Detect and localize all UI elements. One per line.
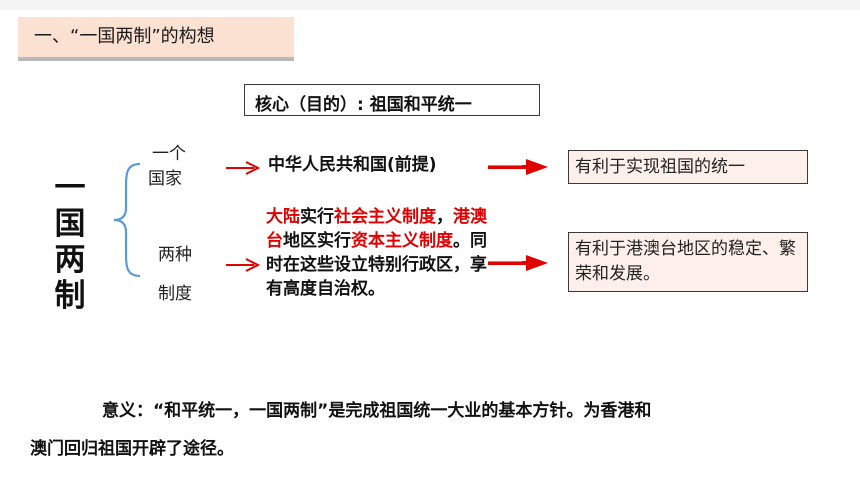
policy-capitalism: 资本主义制度 [351, 231, 453, 251]
result-box-stability: 有利于港澳台地区的稳定、繁荣和发展。 [568, 232, 808, 292]
arrow-icon [226, 258, 260, 272]
branch-country-line2: 国家 [148, 169, 182, 189]
result-box-unification: 有利于实现祖国的统一 [568, 150, 808, 184]
meaning-paragraph: 意义：“和平统一，一国两制”是完成祖国统一大业的基本方针。为香港和 澳门回归祖国… [30, 392, 828, 468]
curly-brace [113, 162, 141, 278]
section-header: 一、“一国两制”的构想 [18, 17, 294, 61]
branch-systems-line2: 制度 [158, 284, 192, 304]
meaning-line1: 意义：“和平统一，一国两制”是完成祖国统一大业的基本方针。为香港和 [102, 401, 652, 421]
section-title: 一、“一国两制”的构想 [34, 26, 215, 47]
premise-text: 中华人民共和国(前提) [268, 155, 437, 175]
vertical-title-char: 制 [54, 278, 86, 314]
policy-text-part: ， [436, 207, 453, 227]
policy-text: 大陆实行社会主义制度，港澳台地区实行资本主义制度。同时在这些设立特别行政区，享有… [266, 205, 498, 301]
top-band [0, 0, 860, 10]
policy-text-part: 。同时在这些设立特别行政区，享有高度自治权。 [266, 231, 487, 299]
result-text: 有利于港澳台地区的稳定、繁荣和发展。 [575, 239, 796, 284]
policy-text-part: 地区实行 [283, 231, 351, 251]
policy-hk-macau-taiwan: 港澳台 [266, 207, 487, 251]
meaning-line2: 澳门回归祖国开辟了途径。 [30, 439, 234, 459]
policy-text-part: 实行 [300, 207, 334, 227]
result-text: 有利于实现祖国的统一 [575, 157, 745, 177]
core-text: 核心（目的）: 祖国和平统一 [255, 95, 472, 115]
big-arrow-icon [488, 159, 548, 175]
branch-country-line1: 一个 [152, 144, 186, 164]
vertical-title-char: 两 [54, 242, 86, 278]
core-box: 核心（目的）: 祖国和平统一 [244, 84, 540, 116]
vertical-title-char: 一 [54, 170, 86, 206]
vertical-title: 一 国 两 制 [50, 170, 90, 314]
branch-systems-line1: 两种 [158, 245, 192, 265]
policy-socialism: 社会主义制度 [334, 207, 436, 227]
arrow-icon [226, 161, 260, 175]
big-arrow-icon [488, 255, 548, 271]
policy-mainland: 大陆 [266, 207, 300, 227]
vertical-title-char: 国 [54, 206, 86, 242]
